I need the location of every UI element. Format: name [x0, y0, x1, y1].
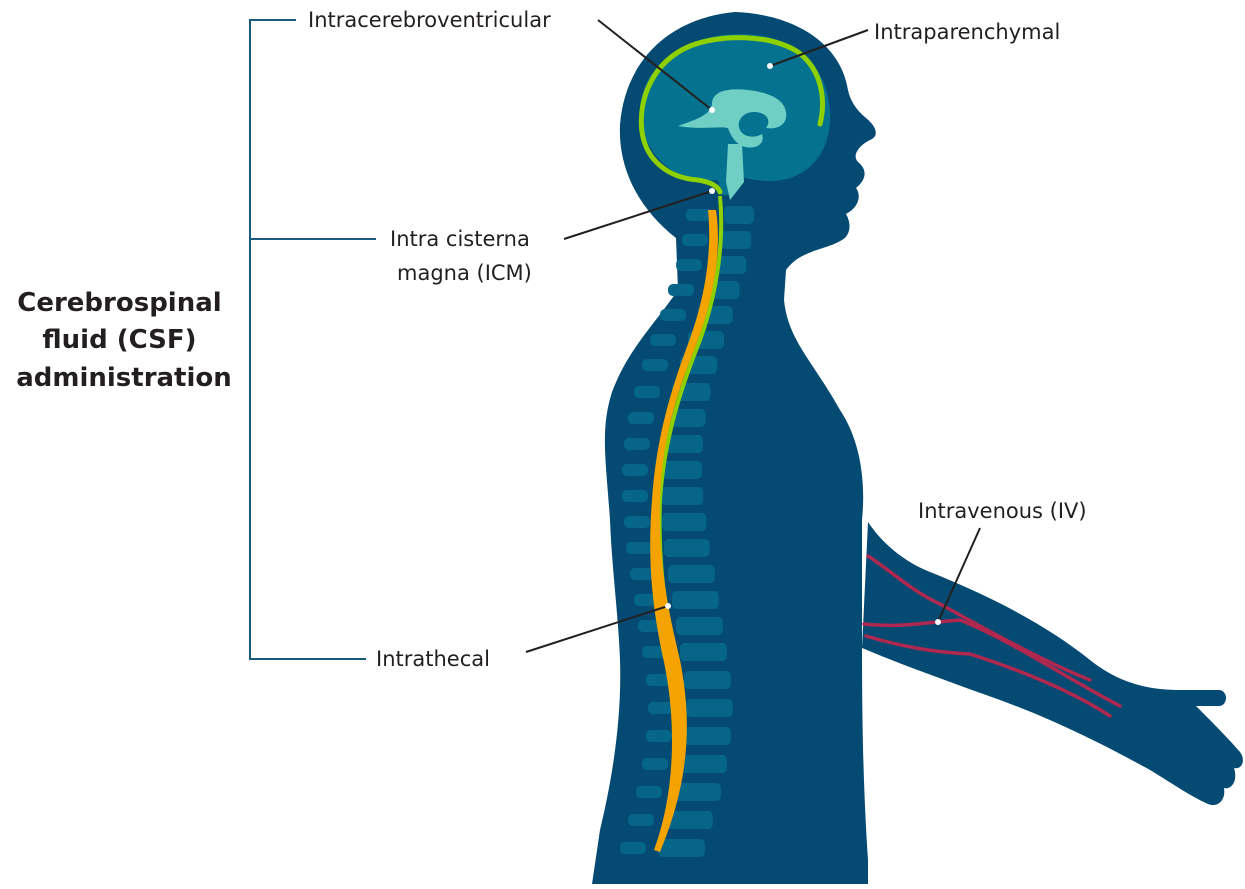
vertebra-process	[646, 730, 672, 742]
vertebra-process	[660, 309, 686, 321]
vertebra-process	[650, 334, 676, 346]
vertebra	[672, 591, 719, 609]
vertebra	[658, 839, 705, 857]
group-label-line-1: Cerebrospinal	[17, 288, 221, 318]
group-label: Cerebrospinal fluid (CSF) administration	[16, 288, 232, 393]
csf-bracket	[250, 20, 376, 659]
vertebra	[676, 617, 723, 635]
vertebra-process	[620, 842, 646, 854]
vertebra	[686, 699, 733, 717]
vertebra	[660, 461, 702, 479]
vertebra-process	[628, 412, 654, 424]
label-intracerebroventricular: Intracerebroventricular	[308, 8, 551, 32]
vertebra-process	[628, 814, 654, 826]
group-label-line-3: administration	[16, 363, 232, 393]
label-intrathecal: Intrathecal	[376, 647, 490, 671]
vertebra	[664, 539, 710, 557]
label-icm-line-1: Intra cisterna	[390, 227, 530, 251]
vertebra-process	[622, 490, 648, 502]
label-intravenous: Intravenous (IV)	[918, 499, 1087, 523]
vertebra	[724, 206, 754, 224]
label-icm-line-2: magna (ICM)	[397, 261, 532, 285]
vertebra	[674, 783, 721, 801]
vertebra-process	[626, 542, 652, 554]
vertebra	[720, 231, 751, 249]
vertebra-process	[648, 702, 674, 714]
vertebra	[660, 487, 703, 505]
vertebra	[662, 513, 706, 531]
vertebra	[680, 755, 727, 773]
label-intraparenchymal: Intraparenchymal	[874, 20, 1060, 44]
vertebra-process	[634, 386, 660, 398]
vertebra-process	[642, 758, 668, 770]
vertebra-process	[624, 438, 650, 450]
vertebra-process	[668, 284, 694, 296]
vertebra-process	[622, 464, 648, 476]
vertebra	[668, 565, 715, 583]
vertebra-process	[642, 359, 668, 371]
vertebra	[684, 727, 731, 745]
vertebra	[680, 643, 727, 661]
group-label-line-2: fluid (CSF)	[42, 325, 196, 355]
vertebra-process	[676, 259, 702, 271]
vertebra-process	[682, 234, 708, 246]
vertebra	[684, 671, 731, 689]
vertebra-process	[624, 516, 650, 528]
vertebra-process	[636, 786, 662, 798]
